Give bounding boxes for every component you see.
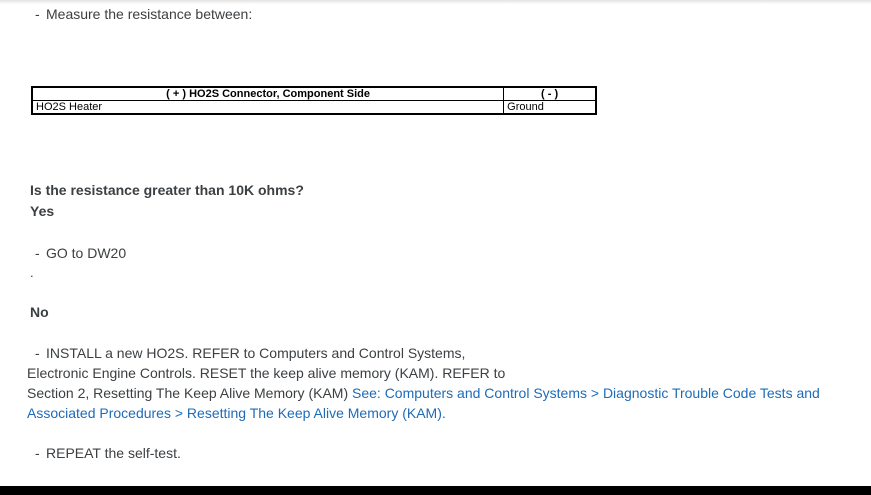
repeat-step: -REPEAT the self-test.: [35, 445, 181, 462]
measure-step: -Measure the resistance between:: [35, 6, 252, 23]
table-header-positive: ( + ) HO2S Connector, Component Side: [31, 86, 505, 101]
bottom-letterbox-bar: [0, 486, 871, 495]
bullet-dash: -: [35, 345, 40, 361]
see-reference-link[interactable]: See: Computers and Control Systems > Dia…: [352, 385, 820, 401]
install-step-text3: Section 2, Resetting The Keep Alive Memo…: [27, 385, 352, 401]
table-header-negative: ( - ): [503, 86, 597, 101]
bullet-dash: -: [35, 445, 40, 461]
measure-step-text: Measure the resistance between:: [46, 6, 253, 22]
table-row: HO2S Heater Ground: [31, 100, 597, 115]
see-reference-link-continued[interactable]: Associated Procedures > Resetting The Ke…: [27, 405, 446, 421]
resistance-spec-table: ( + ) HO2S Connector, Component Side ( -…: [31, 86, 597, 115]
install-step-line1: -INSTALL a new HO2S. REFER to Computers …: [35, 345, 465, 362]
install-step-line4: Associated Procedures > Resetting The Ke…: [27, 405, 446, 422]
question-heading: Is the resistance greater than 10K ohms?: [30, 182, 304, 198]
repeat-step-text: REPEAT the self-test.: [46, 445, 181, 461]
no-label: No: [30, 304, 49, 320]
table-header-row: ( + ) HO2S Connector, Component Side ( -…: [31, 86, 597, 101]
yes-label: Yes: [30, 203, 55, 219]
top-divider-shadow: [0, 0, 871, 4]
stray-period: .: [30, 265, 34, 280]
yes-step-text: GO to DW20: [46, 245, 127, 261]
install-step-line3: Section 2, Resetting The Keep Alive Memo…: [27, 385, 820, 402]
bullet-dash: -: [35, 245, 40, 261]
yes-step: -GO to DW20: [35, 245, 126, 262]
install-step-text1: INSTALL a new HO2S. REFER to Computers a…: [46, 345, 466, 361]
bullet-dash: -: [35, 6, 40, 22]
table-cell-negative: Ground: [503, 100, 597, 115]
table-cell-positive: HO2S Heater: [31, 100, 505, 115]
install-step-line2: Electronic Engine Controls. RESET the ke…: [27, 365, 506, 381]
